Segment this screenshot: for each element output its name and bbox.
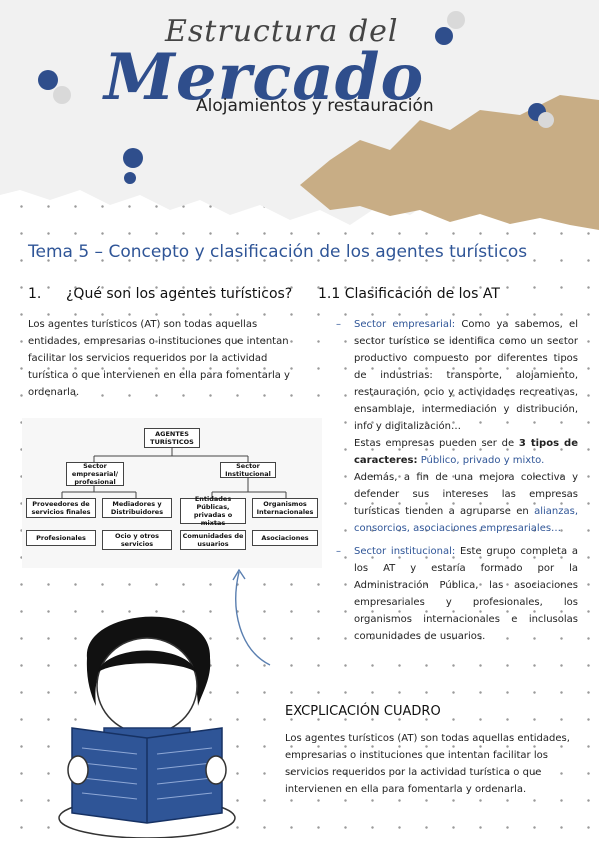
- diagram-leaf: Entidades Públicas, privadas o mixtas: [180, 495, 246, 527]
- explanation-paragraph: Los agentes turísticos (AT) son todas aq…: [285, 733, 570, 795]
- diagram-root: AGENTES TURÍSTICOS: [144, 428, 200, 448]
- bullet1-p2c: Público, privado y mixto.: [417, 455, 545, 466]
- diagram-leaf: Profesionales: [26, 530, 96, 546]
- bullet1-text: Como ya sabemos, el sector turístico se …: [354, 319, 578, 432]
- diagram-leaf: Asociaciones: [252, 530, 318, 546]
- section1-number: 1.: [28, 286, 42, 302]
- diagram-leaf: Mediadores y Distribuidores: [102, 498, 172, 518]
- header-big-title: Mercado: [104, 40, 425, 115]
- diagram-right-branch: Sector Institucional: [220, 462, 276, 478]
- bullet-dash: –: [336, 319, 341, 330]
- bullet1-label: Sector empresarial:: [354, 319, 456, 330]
- diagram-leaf: Organismos Internacionales: [252, 498, 318, 518]
- curved-arrow-icon: [232, 568, 271, 666]
- explanation-title: EXCPLICACIÓN CUADRO: [285, 704, 441, 719]
- kraft-paper-piece: [300, 95, 599, 230]
- bullet1-p3b: alianzas, consorcios, asociaciones empre…: [354, 506, 578, 534]
- bullet2-label: Sector institucional:: [354, 546, 456, 557]
- header-script-title: Estructura del: [165, 14, 399, 49]
- bullet2-text: Este grupo completa a los AT y estaría f…: [354, 546, 578, 642]
- bullet1-p3a: Además, a fin de una mejora colectiva y …: [354, 472, 578, 517]
- bullet-sector-institucional: – Sector institucional: Este grupo compl…: [336, 543, 578, 645]
- classification-list: – Sector empresarial: Como ya sabemos, e…: [336, 316, 578, 645]
- diagram-leaf: Comunidades de usuarios: [180, 530, 246, 550]
- reading-child-illustration: [58, 616, 236, 838]
- section1-title-text: ¿Qué son los agentes turísticos?: [66, 286, 293, 302]
- torn-paper-header: [0, 0, 599, 230]
- section1-title: 1. ¿Qué son los agentes turísticos?: [28, 286, 292, 302]
- topic-heading: Tema 5 – Concepto y clasificación de los…: [28, 242, 528, 262]
- diagram-left-branch: Sector empresarial/ profesional: [66, 462, 124, 486]
- section1-paragraph: Los agentes turísticos (AT) son todas aq…: [28, 319, 290, 398]
- header-subtitle: Alojamientos y restauración: [196, 96, 434, 116]
- diagram-leaf: Ocio y otros servicios: [102, 530, 172, 550]
- bullet1-p2a: Estas empresas pueden ser de: [354, 438, 519, 449]
- agents-diagram: AGENTES TURÍSTICOS Sector empresarial/ p…: [22, 418, 322, 568]
- section2-title: 1.1 Clasificación de los AT: [318, 286, 500, 302]
- bullet-dash: –: [336, 546, 341, 557]
- diagram-connectors: [61, 448, 287, 498]
- bullet-sector-empresarial: – Sector empresarial: Como ya sabemos, e…: [336, 316, 578, 537]
- bullet1-p2b: 3 tipos de caracteres:: [354, 438, 578, 466]
- diagram-leaf: Proveedores de servicios finales: [26, 498, 96, 518]
